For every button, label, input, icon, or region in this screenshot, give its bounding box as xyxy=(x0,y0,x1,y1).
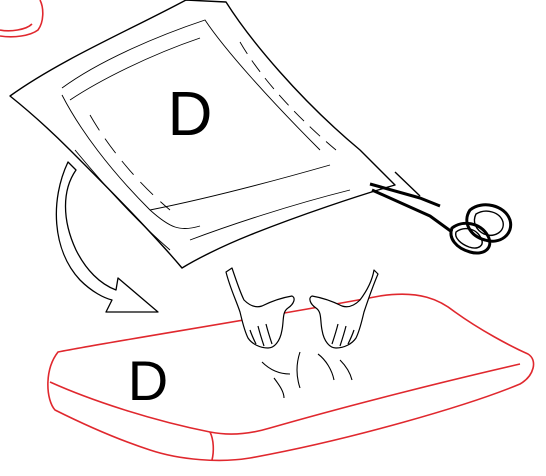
motion-lines xyxy=(262,352,352,398)
cushion-label: D xyxy=(128,349,168,412)
bag-label: D xyxy=(168,80,213,149)
pressing-hands-icon xyxy=(226,268,378,348)
partial-cushion-icon xyxy=(0,0,43,37)
foam-cushion-icon xyxy=(48,294,534,460)
